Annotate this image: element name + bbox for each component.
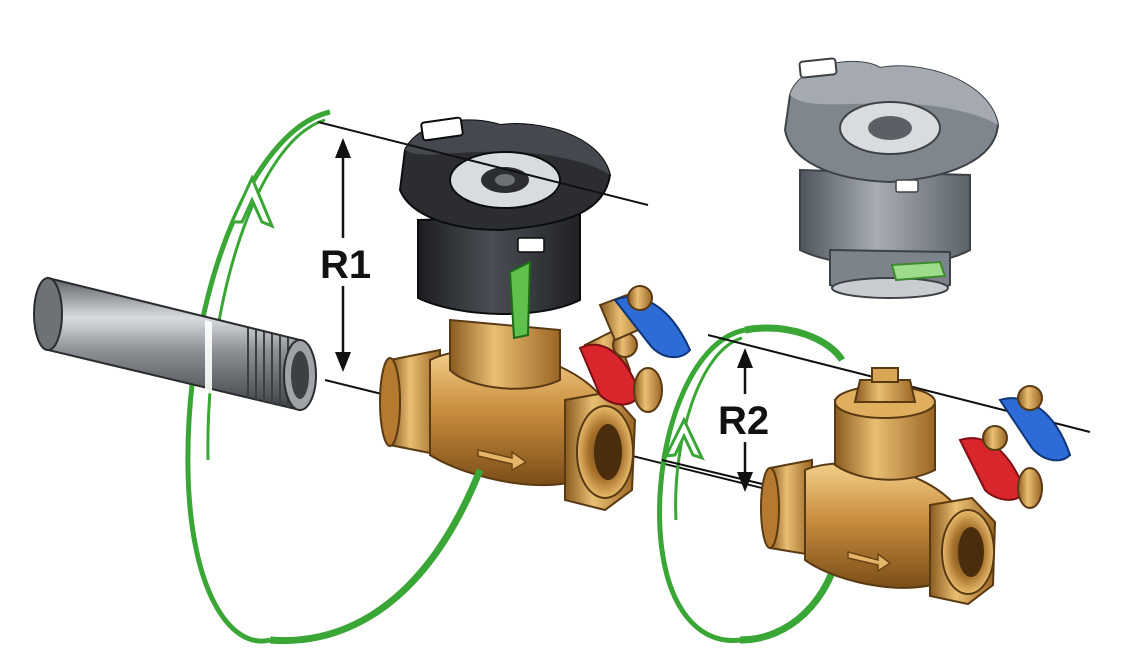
- handwheel-1: [398, 116, 612, 340]
- r1-label: R1: [320, 243, 371, 287]
- indicator-lever-2: [890, 260, 947, 282]
- arrowhead-r2: [663, 416, 705, 461]
- r1-dimension: R1: [318, 138, 372, 372]
- flow-direction-mark-2: [847, 551, 892, 573]
- indicator-lever-1: [508, 260, 532, 340]
- rotation-arrow-r1-front: [269, 468, 484, 645]
- detached-handwheel-badge: [895, 179, 919, 193]
- detached-handwheel: [783, 57, 1000, 299]
- pipe: [33, 276, 317, 412]
- test-port-red: [578, 328, 663, 413]
- handwheel-1-badge: [517, 237, 545, 253]
- arrowhead-r1: [229, 174, 275, 229]
- r2-label: R2: [718, 399, 769, 443]
- test-port-blue: [598, 285, 692, 359]
- rotation-arrow-r1: [183, 107, 332, 646]
- flow-direction-mark: [477, 449, 528, 472]
- top-line-1: [317, 121, 649, 206]
- valve-2: [760, 367, 1072, 606]
- valve-1: [379, 116, 692, 512]
- test-port-red-2: [958, 425, 1043, 509]
- r2-dimension: R2: [716, 348, 774, 492]
- test-port-blue-2: [998, 385, 1072, 462]
- rotation-arrow-r2: [657, 324, 845, 644]
